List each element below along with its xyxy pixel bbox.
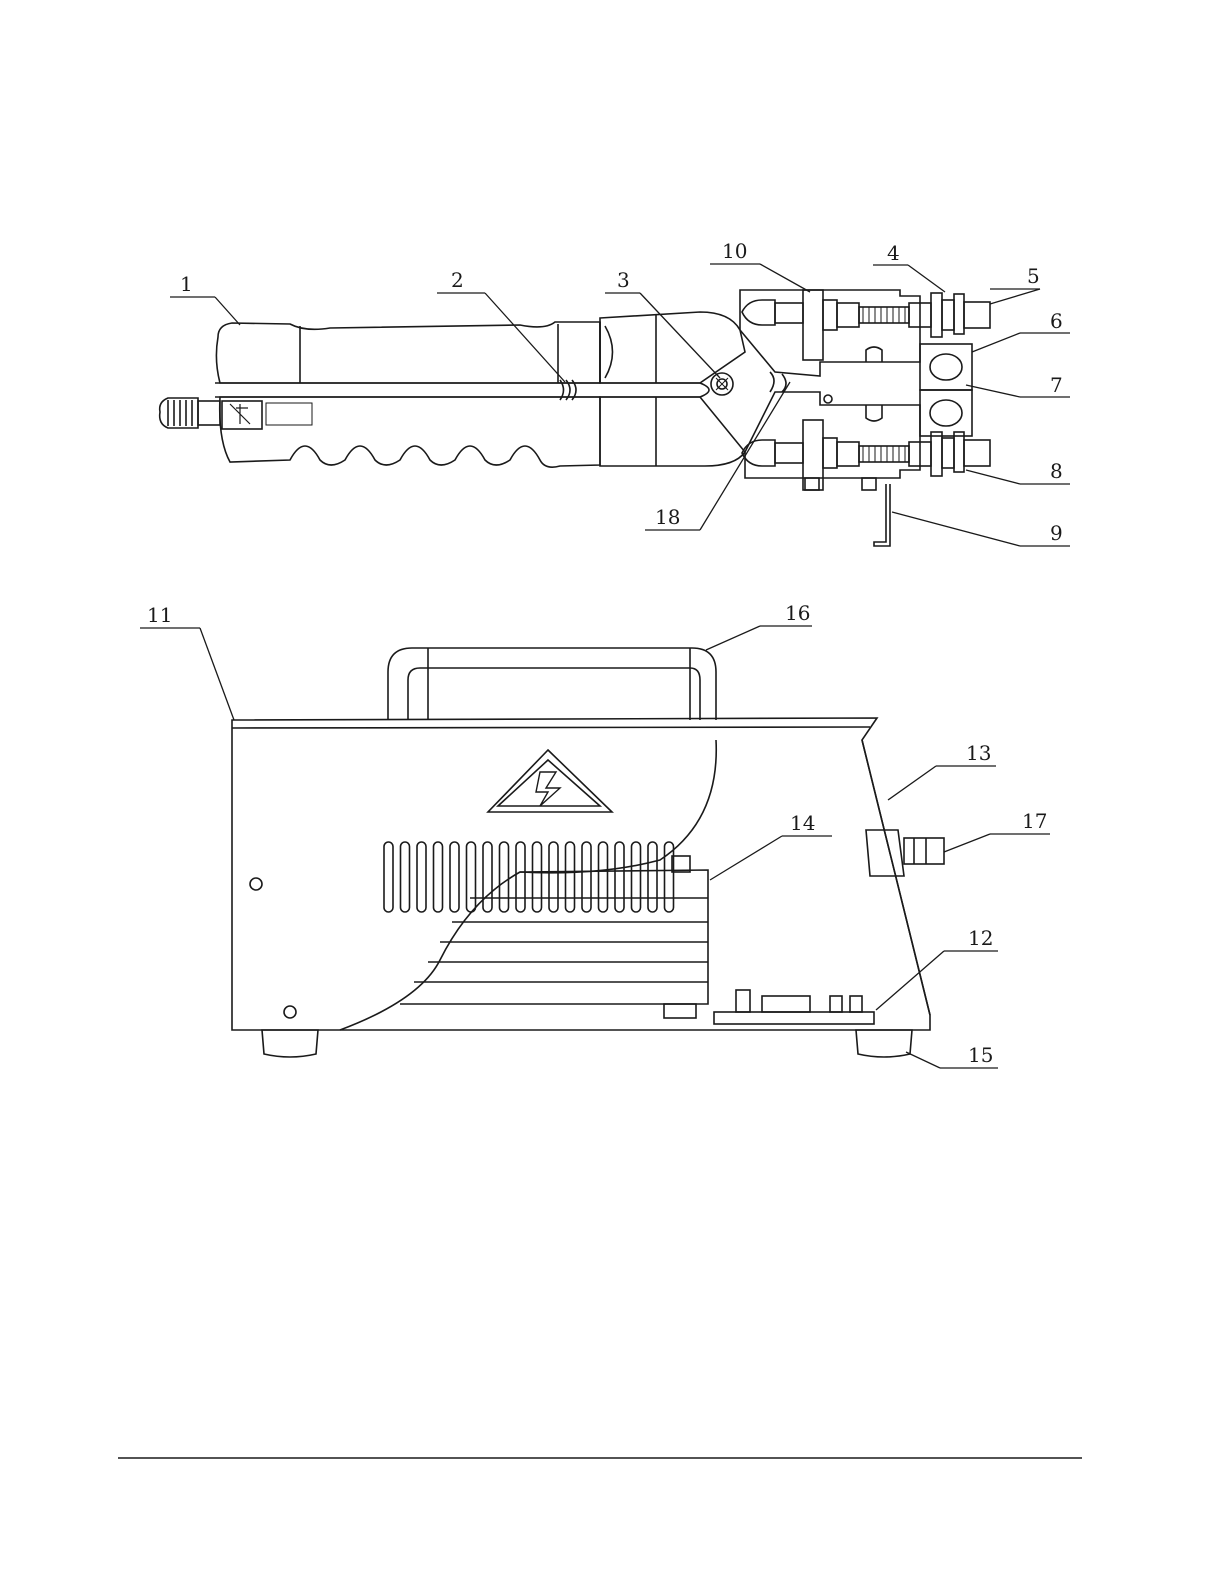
callout-9: 9 [1050,521,1063,545]
callout-17: 17 [1022,809,1047,833]
callout-2: 2 [451,268,464,292]
circuit-board [714,990,874,1024]
callout-4: 4 [887,241,900,265]
callout-16: 16 [785,601,810,625]
callout-15: 15 [968,1043,993,1067]
vent-slot [582,842,591,912]
tool-callout-labels: 1 2 3 4 5 6 7 8 9 10 18 [180,239,1063,545]
vent-slot [615,842,624,912]
callout-3: 3 [617,268,630,292]
callout-10: 10 [722,239,747,263]
transformer [400,856,708,1018]
vent-slot [450,842,459,912]
electrode-caps [920,344,972,436]
vent-slot [533,842,542,912]
feet [262,1030,912,1057]
callout-6: 6 [1050,309,1063,333]
lower-jaw-body [600,397,745,466]
vent-slot [401,842,410,912]
power-unit-drawing: 11 12 13 14 15 16 17 [140,601,1050,1068]
output-connector [866,830,944,876]
callout-12: 12 [968,926,993,950]
vent-slot [516,842,525,912]
vent-slot [384,842,393,912]
callout-11: 11 [147,603,172,627]
callout-1: 1 [180,272,193,296]
callout-14: 14 [790,811,815,835]
knurled-connector [160,398,220,428]
callout-18: 18 [655,505,680,529]
vent-slot [549,842,558,912]
high-voltage-warning-icon [488,750,612,812]
pivot-pin [711,373,733,395]
carry-handle [388,648,716,720]
cabinet [232,718,930,1030]
vent-slot [648,842,657,912]
upper-electrode-arm [740,290,990,376]
callout-8: 8 [1050,459,1063,483]
vent-slot [599,842,608,912]
l-bracket [874,484,890,546]
vent-slot [483,842,492,912]
vent-slot [434,842,443,912]
callout-7: 7 [1050,373,1063,397]
vent-slot [417,842,426,912]
vent-slot [500,842,509,912]
vent-slot [467,842,476,912]
tool-callouts [170,264,1070,546]
vent-slot [632,842,641,912]
upper-handle [216,322,600,383]
hand-tool-drawing: 1 2 3 4 5 6 7 8 9 10 18 [160,239,1070,546]
unit-callout-labels: 11 12 13 14 15 16 17 [147,601,1047,1067]
callout-5: 5 [1027,264,1040,288]
vent-slot [566,842,575,912]
cutaway-edge [340,740,716,1030]
vent-slots [384,842,674,912]
callout-13: 13 [966,741,991,765]
lower-electrode-arm [742,392,990,490]
lower-handle [220,397,600,467]
